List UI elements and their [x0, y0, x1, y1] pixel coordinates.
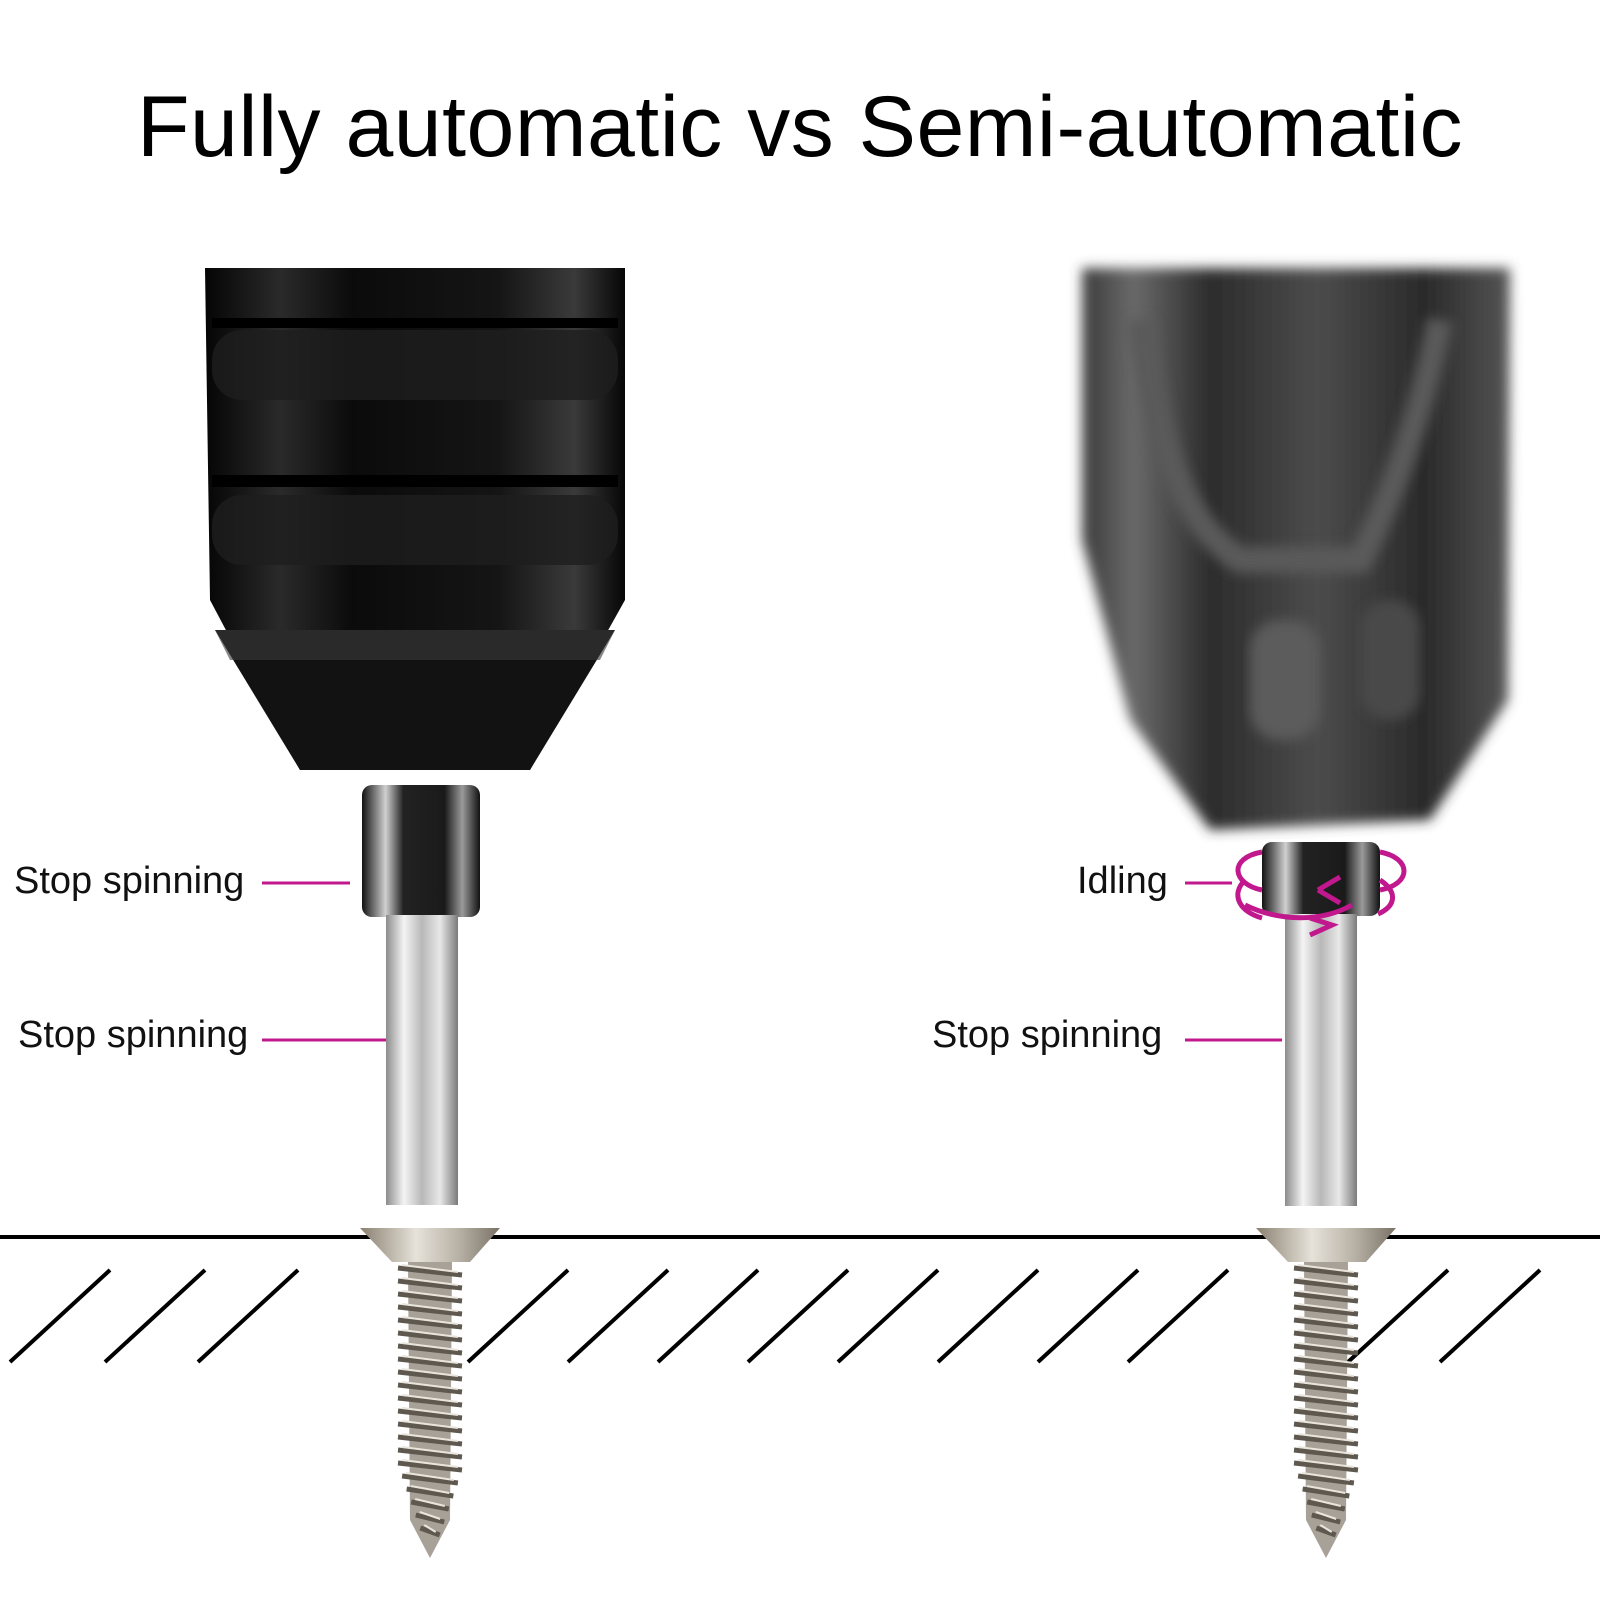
left-driver	[205, 268, 625, 1558]
hatch-mark	[1036, 1268, 1140, 1364]
ground-hatching	[8, 1268, 1542, 1364]
label-right-socket: Idling	[1077, 860, 1168, 902]
left-bit-shaft	[386, 915, 458, 1205]
hatch-mark	[1438, 1268, 1542, 1364]
left-bit-socket	[362, 785, 480, 917]
hatch-mark	[746, 1268, 850, 1364]
label-right-bit: Stop spinning	[932, 1014, 1163, 1056]
label-left-socket: Stop spinning	[14, 860, 245, 902]
left-screw-head	[360, 1228, 500, 1262]
right-driver	[1082, 268, 1510, 1558]
hatch-mark	[196, 1268, 300, 1364]
hatch-mark	[8, 1268, 112, 1364]
hatch-mark	[1346, 1268, 1450, 1364]
hatch-mark	[656, 1268, 760, 1364]
hatch-mark	[103, 1268, 207, 1364]
hatch-mark	[836, 1268, 940, 1364]
hatch-mark	[1126, 1268, 1230, 1364]
hatch-mark	[936, 1268, 1040, 1364]
rotation-arrows-icon	[1235, 849, 1407, 938]
hatch-mark	[566, 1268, 670, 1364]
hatch-mark	[466, 1268, 570, 1364]
page-title: Fully automatic vs Semi-automatic	[136, 79, 1464, 175]
left-screw-thread	[397, 1262, 463, 1558]
right-bit-shaft	[1285, 914, 1357, 1206]
right-screw-head	[1256, 1228, 1396, 1262]
label-left-bit: Stop spinning	[18, 1014, 249, 1056]
right-bit-socket	[1262, 842, 1380, 916]
right-screw-thread	[1293, 1262, 1359, 1558]
